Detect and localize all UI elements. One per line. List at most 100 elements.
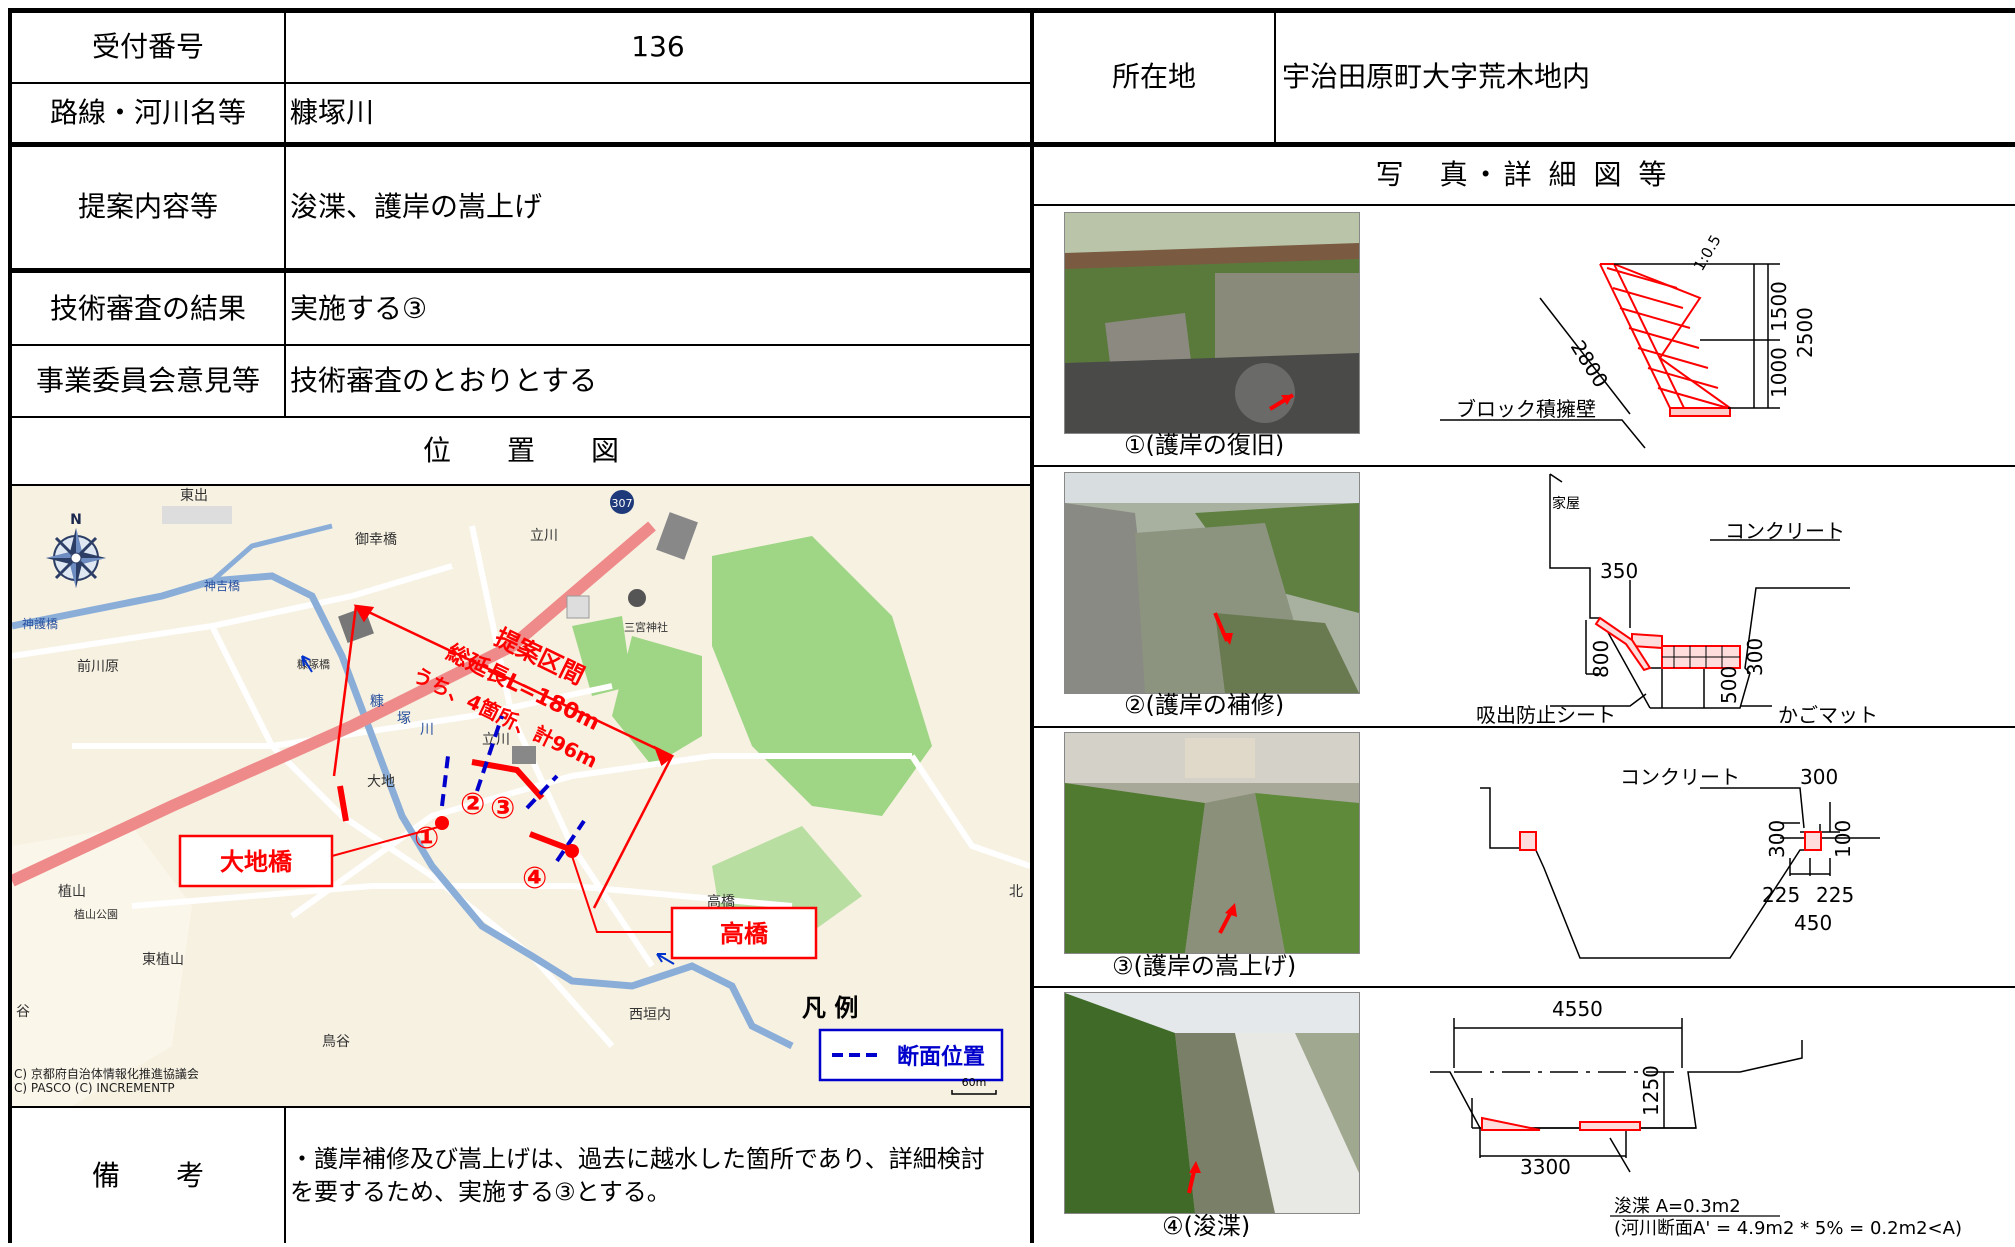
scale-label: 60m <box>962 1076 987 1089</box>
place-name: 植山公園 <box>74 907 118 921</box>
detail1-slope: 1:0.5 <box>1690 232 1725 274</box>
detail2-concrete: コンクリート <box>1725 519 1845 543</box>
place-name: 鳥谷 <box>322 1034 350 1050</box>
remarks-line-1: ・護岸補修及び嵩上げは、過去に越水した箇所であり、詳細検討 <box>290 1145 985 1174</box>
place-name: 神護橋 <box>22 616 58 631</box>
photo-3 <box>1064 732 1360 954</box>
flow-arrow <box>656 953 675 965</box>
place-name: 東出 <box>180 488 208 504</box>
reception-no-value: 136 <box>631 30 685 63</box>
detail2-w: 350 <box>1600 559 1638 583</box>
detail1-label: ブロック積擁壁 <box>1456 397 1596 421</box>
compass-north: N <box>70 512 82 528</box>
detail2-h2: 500 <box>1717 666 1741 704</box>
detail1-h1: 1500 <box>1767 281 1791 332</box>
marker-2: ② <box>460 787 485 822</box>
route-307 <box>12 521 656 887</box>
detail3-w3: 225 <box>1816 883 1854 907</box>
nukazuka-river <box>12 572 794 1050</box>
detail1-h2: 1000 <box>1767 347 1791 398</box>
green-area <box>612 636 702 766</box>
detail3-h2: 100 <box>1831 820 1855 858</box>
green-area <box>712 536 932 816</box>
bridge-callout-left <box>178 834 334 888</box>
photos-header: 写 真・詳 細 図 等 <box>1375 158 1671 191</box>
detail2-h3: 300 <box>1743 638 1767 676</box>
review-value: 実施する③ <box>290 292 428 325</box>
route-shield <box>610 490 634 514</box>
photo-1-caption: ①(護岸の復旧) <box>1124 431 1285 459</box>
detail-drawing-4: 4550 1250 3300 浚渫 A=0.3m2 (河川断面A' = 4.9m… <box>1400 988 2012 1243</box>
marker-4: ④ <box>522 861 547 896</box>
callout-line <box>571 855 672 933</box>
place-name: 北 <box>1009 884 1023 900</box>
place-name: 谷 <box>16 1004 30 1020</box>
building <box>512 746 536 764</box>
minor-roads <box>12 525 1030 1048</box>
photo-1 <box>1064 212 1360 434</box>
detail-drawing-1: 1:0.5 2800 1500 1000 2500 ブロック積擁壁 <box>1400 208 2012 464</box>
photo-4 <box>1064 992 1360 1214</box>
map-svg: 307 立川 立川 大地 高橋 前川原 東植山 植山 西垣内 鳥谷 御幸橋 三宮… <box>12 486 1030 1106</box>
place-name: 植山 <box>58 884 86 900</box>
detail4-w-top: 4550 <box>1552 997 1603 1021</box>
copyright-2: C) PASCO (C) INCREMENTP <box>14 1081 175 1095</box>
detail4-h: 1250 <box>1639 1065 1663 1116</box>
route-label: 路線・河川名等 <box>49 96 246 129</box>
photo-2 <box>1064 472 1360 694</box>
proposal-section-arrow <box>332 604 675 909</box>
detail3-w1: 300 <box>1800 765 1838 789</box>
place-name: 立川 <box>482 732 510 748</box>
detail3-w2: 225 <box>1762 883 1800 907</box>
detail2-sheet: 吸出防止シート <box>1476 703 1616 724</box>
river-label-2: 塚 <box>397 711 411 727</box>
copyright-1: C) 京都府自治体情報化推進協議会 <box>14 1066 199 1081</box>
proposal-label: 提案内容等 <box>77 190 218 223</box>
flow-arrow <box>301 655 313 673</box>
marker-3: ③ <box>490 791 515 826</box>
detail-drawing-2: 家屋 コンクリート 350 800 500 300 吸出防止シート かごマット <box>1400 468 2012 727</box>
detail3-w4: 450 <box>1794 911 1832 935</box>
river-label-3: 川 <box>420 722 434 738</box>
building <box>566 595 590 619</box>
section-position-lines <box>440 715 586 863</box>
route-value: 糠塚川 <box>290 96 375 129</box>
location-map-label: 位 置 図 <box>422 434 619 467</box>
remarks-label: 備 考 <box>91 1158 204 1192</box>
detail3-concrete: コンクリート <box>1620 765 1740 789</box>
legend-title: 凡 例 <box>802 994 858 1022</box>
place-name: 西垣内 <box>629 1007 671 1023</box>
callout-line <box>331 825 443 857</box>
place-name: 前川原 <box>77 658 119 675</box>
committee-value: 技術審査のとおりとする <box>290 364 598 397</box>
photo-3-caption: ③(護岸の嵩上げ) <box>1112 952 1297 980</box>
committee-label: 事業委員会意見等 <box>35 364 260 397</box>
reception-no-label: 受付番号 <box>91 30 204 63</box>
detail-drawing-3: コンクリート 300 300 100 225 225 450 <box>1400 728 2012 984</box>
place-name: 立川 <box>530 528 558 544</box>
location-label: 所在地 <box>1111 60 1196 93</box>
detail2-mat: かごマット <box>1778 703 1878 724</box>
place-name: 三宮神社 <box>624 620 668 634</box>
detail4-w-bottom: 3300 <box>1520 1155 1571 1179</box>
detail4-note2: (河川断面A' = 4.9m2 * 5% = 0.2m2<A) <box>1614 1218 1962 1239</box>
location-map: 307 立川 立川 大地 高橋 前川原 東植山 植山 西垣内 鳥谷 御幸橋 三宮… <box>12 486 1030 1106</box>
building <box>656 512 698 560</box>
detail2-h1: 800 <box>1589 640 1613 678</box>
bridge-right-label: 高橋 <box>720 920 769 948</box>
proposal-value: 浚渫、護岸の嵩上げ <box>290 190 543 223</box>
point-marker <box>565 844 579 858</box>
detail2-house: 家屋 <box>1552 495 1580 512</box>
route-number: 307 <box>612 497 633 510</box>
river-label-1: 糠 <box>370 693 384 710</box>
detail4-note1: 浚渫 A=0.3m2 <box>1614 1196 1741 1217</box>
bridge-callout-right <box>670 906 818 960</box>
photo-2-caption: ②(護岸の補修) <box>1124 691 1285 719</box>
scale-bar <box>951 1090 997 1095</box>
detail1-h3: 2500 <box>1793 307 1817 358</box>
residential-area <box>12 826 192 1106</box>
legend-item: 断面位置 <box>897 1044 985 1070</box>
place-name: 大地 <box>367 774 395 790</box>
shrine-mark <box>628 589 646 607</box>
green-area <box>572 616 632 696</box>
